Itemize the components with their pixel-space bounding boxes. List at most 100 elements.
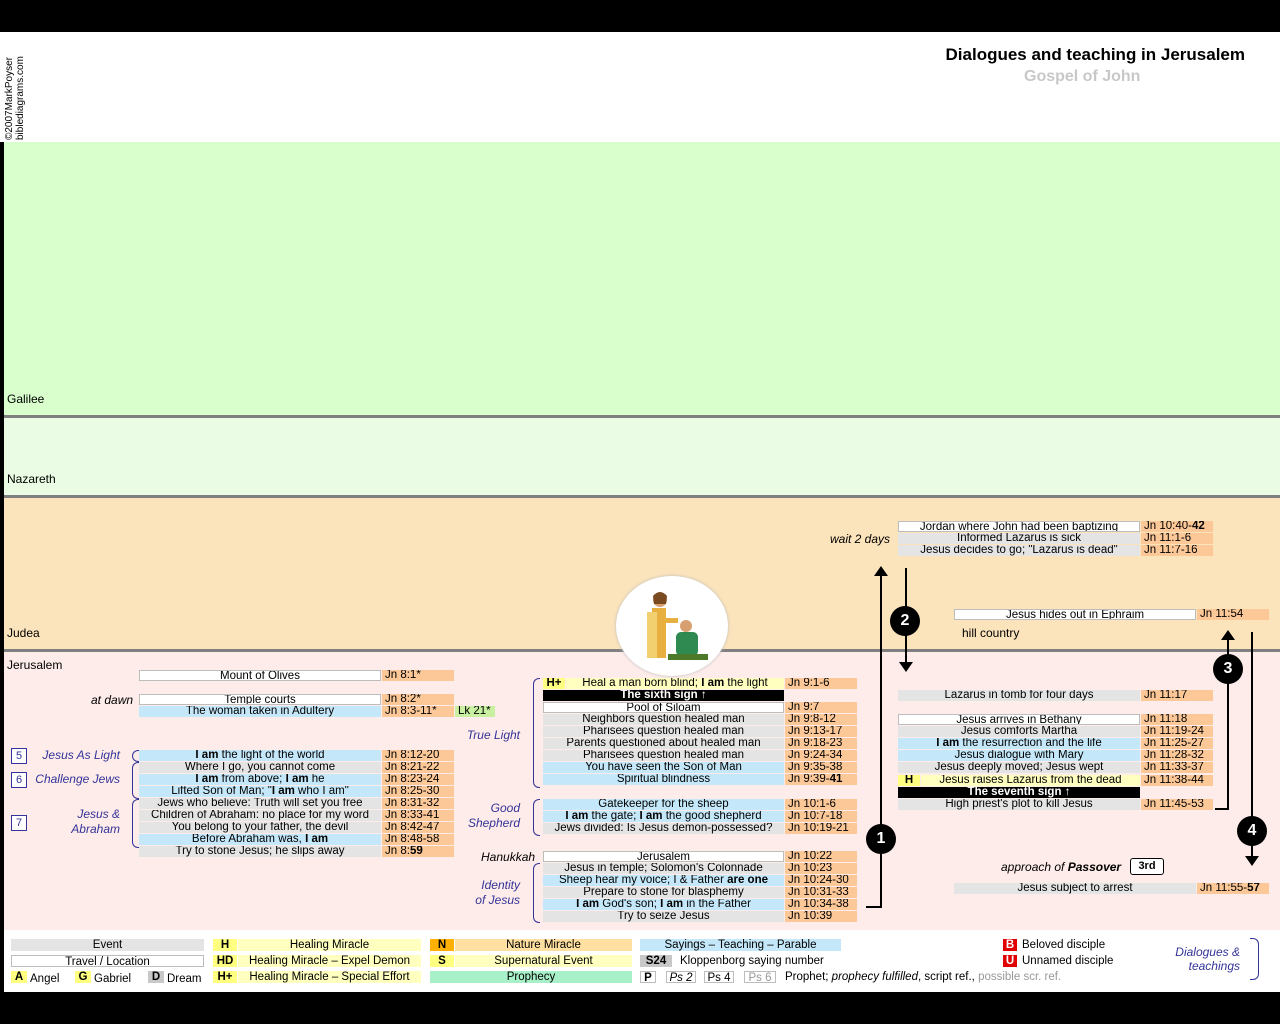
h-tag: H bbox=[898, 775, 920, 786]
ref-text: Jn 8: bbox=[385, 846, 410, 857]
legend-u-tag: U bbox=[1003, 955, 1017, 967]
ref-text: Jn 11:18 bbox=[1144, 714, 1188, 725]
dialogue-row-ref: Jn 8:59 bbox=[382, 846, 454, 857]
good-shepherd-line2: Shepherd bbox=[467, 816, 520, 830]
row-text: Jesus dialogue with Mary bbox=[954, 750, 1084, 761]
hanukkah-row-ref: Jn 10:24-30 bbox=[785, 875, 857, 886]
dialogue-row: Lifted Son of Man; "I am who I am" bbox=[139, 786, 381, 797]
row-text: in the Father bbox=[683, 899, 751, 910]
legend-kloppenborg: Kloppenborg saying number bbox=[680, 955, 824, 967]
legend-travel: Travel / Location bbox=[11, 955, 204, 968]
approach-passover: approach of Passover bbox=[1001, 860, 1121, 874]
shepherd-row: I am the gate; I am the good shepherd bbox=[543, 811, 784, 822]
hill-country: hill country bbox=[962, 626, 1020, 640]
blind-man-row: Pool of Siloam bbox=[543, 702, 784, 713]
row-text: Neighbors question healed man bbox=[582, 714, 745, 725]
row-text: Where I go, you cannot come bbox=[184, 762, 336, 773]
legend-ps2: Ps 2 bbox=[666, 971, 696, 984]
i-am-text: I am bbox=[195, 774, 219, 785]
route-badge-1: 1 bbox=[866, 824, 896, 854]
hanukkah-row-ref: Jn 10:22 bbox=[785, 851, 857, 862]
mount-of-olives: Mount of Olives bbox=[139, 670, 381, 681]
ref-text: Jn 11:19-24 bbox=[1144, 726, 1204, 737]
route-3-arrow-icon bbox=[1221, 630, 1235, 640]
route-3-line bbox=[1227, 640, 1229, 810]
legend-prophet-c: , script ref., bbox=[917, 971, 979, 983]
legend-dream-tag: D bbox=[148, 971, 164, 983]
legend-ps4: Ps 4 bbox=[704, 971, 734, 984]
dialogue-row: You belong to your father, the devil bbox=[139, 822, 381, 833]
priest-plot-ref: Jn 11:45-53 bbox=[1141, 799, 1213, 810]
i-am-text: I am bbox=[565, 811, 589, 822]
row-text: the gate; bbox=[588, 811, 640, 822]
page-subtitle: Gospel of John bbox=[1024, 68, 1141, 85]
dialogue-row: Where I go, you cannot come bbox=[139, 762, 381, 773]
route-1-line bbox=[880, 574, 882, 908]
ref-text: Jn 9:39- bbox=[788, 774, 830, 785]
ref-text: Jn 8:33-41 bbox=[385, 810, 440, 821]
shepherd-row: Jews divided: Is Jesus demon-possessed? bbox=[543, 823, 784, 834]
dialogue-row: I am the light of the world bbox=[139, 750, 381, 761]
blind-man-row-ref: Jn 9:35-38 bbox=[785, 762, 857, 773]
region-galilee: Galilee bbox=[7, 392, 45, 406]
dialogue-row-ref: Jn 8:21-22 bbox=[382, 762, 454, 773]
region-nazareth: Nazareth bbox=[7, 472, 56, 486]
hanukkah-row: Prepare to stone for blasphemy bbox=[543, 887, 784, 898]
hanukkah-row-ref: Jn 10:31-33 bbox=[785, 887, 857, 898]
row-text: Informed Lazarus is sick bbox=[957, 533, 1081, 544]
legend-beloved: Beloved disciple bbox=[1022, 939, 1106, 951]
legend-prophet-b: prophecy fulfilled bbox=[831, 971, 918, 983]
ref-text: Jn 10:40- bbox=[1144, 521, 1192, 532]
raise-lazarus: Jesus raises Lazarus from the dead bbox=[921, 775, 1140, 786]
row-text: from above; bbox=[218, 774, 286, 785]
ref-text: Jn 11:33-37 bbox=[1144, 762, 1204, 773]
legend-s-tag: S bbox=[430, 955, 454, 967]
mount-of-olives-ref: Jn 8:1* bbox=[382, 670, 454, 681]
ref-text: Jn 8:23-24 bbox=[385, 774, 440, 785]
bethany-row: Jesus arrives in Bethany bbox=[898, 714, 1140, 725]
hanukkah-label: Hanukkah bbox=[481, 850, 536, 864]
ref-text: Jn 11:25-27 bbox=[1144, 738, 1204, 749]
group-jesus-abraham: Jesus & Abraham bbox=[50, 807, 120, 837]
hanukkah-row-ref: Jn 10:34-38 bbox=[785, 899, 857, 910]
ref-text: Jn 10:23 bbox=[788, 863, 833, 874]
site-line: biblediagrams.com bbox=[15, 56, 26, 140]
shepherd-row-ref: Jn 10:1-6 bbox=[785, 799, 857, 810]
bracket-abraham bbox=[132, 799, 139, 848]
legend-dream: Dream bbox=[167, 973, 202, 985]
shepherd-row-ref: Jn 10:19-21 bbox=[785, 823, 857, 834]
row-text: the light of the world bbox=[218, 750, 325, 761]
i-am-text: I am bbox=[639, 811, 663, 822]
arrest-ref-b: 57 bbox=[1247, 883, 1260, 894]
raise-lazarus-ref: Jn 11:38-44 bbox=[1141, 775, 1213, 786]
judea-row: Jesus decides to go; "Lazarus is dead" bbox=[898, 545, 1140, 556]
row-text: Jews who believe: Truth will set you fre… bbox=[157, 798, 363, 809]
blind-man-row-ref: Jn 9:18-23 bbox=[785, 738, 857, 749]
third-passover-badge: 3rd bbox=[1130, 858, 1164, 875]
dialogue-row: Try to stone Jesus; he slips away bbox=[139, 846, 381, 857]
legend-special: Healing Miracle – Special Effort bbox=[238, 971, 421, 983]
i-am-text: I am bbox=[660, 899, 684, 910]
row-text: Sheep hear my voice; I & Father bbox=[558, 875, 728, 886]
copyright-line: ©2007MarkPoyser bbox=[4, 57, 15, 140]
legend-ps6: Ps 6 bbox=[744, 971, 776, 984]
priest-plot: High priest's plot to kill Jesus bbox=[898, 799, 1140, 810]
dialogue-row-ref: Jn 8:42-47 bbox=[382, 822, 454, 833]
legend-angel: Angel bbox=[30, 973, 60, 985]
subject-arrest: Jesus subject to arrest bbox=[954, 883, 1196, 894]
route-2-arrow-icon bbox=[899, 662, 913, 672]
i-am-text: I am bbox=[305, 834, 329, 845]
ref-text: Jn 10:1-6 bbox=[788, 799, 836, 810]
group-true-light: True Light bbox=[466, 728, 520, 742]
ref-text: Jn 9:7 bbox=[788, 702, 820, 713]
bethany-row-ref: Jn 11:25-27 bbox=[1141, 738, 1213, 749]
blind-man-row-ref: Jn 9:7 bbox=[785, 702, 857, 713]
ref-text: Jn 10:31-33 bbox=[788, 887, 849, 898]
dialogue-row: Before Abraham was, I am bbox=[139, 834, 381, 845]
page-title: Dialogues and teaching in Jerusalem bbox=[945, 45, 1245, 64]
judea-row-ref: Jn 11:1-6 bbox=[1141, 533, 1213, 544]
group-good-shepherd: Good Shepherd bbox=[440, 801, 520, 831]
row-text: Jesus in temple; Solomon's Colonnade bbox=[564, 863, 763, 874]
row-text: Jesus comforts Martha bbox=[960, 726, 1078, 737]
bethany-row-ref: Jn 11:19-24 bbox=[1141, 726, 1213, 737]
